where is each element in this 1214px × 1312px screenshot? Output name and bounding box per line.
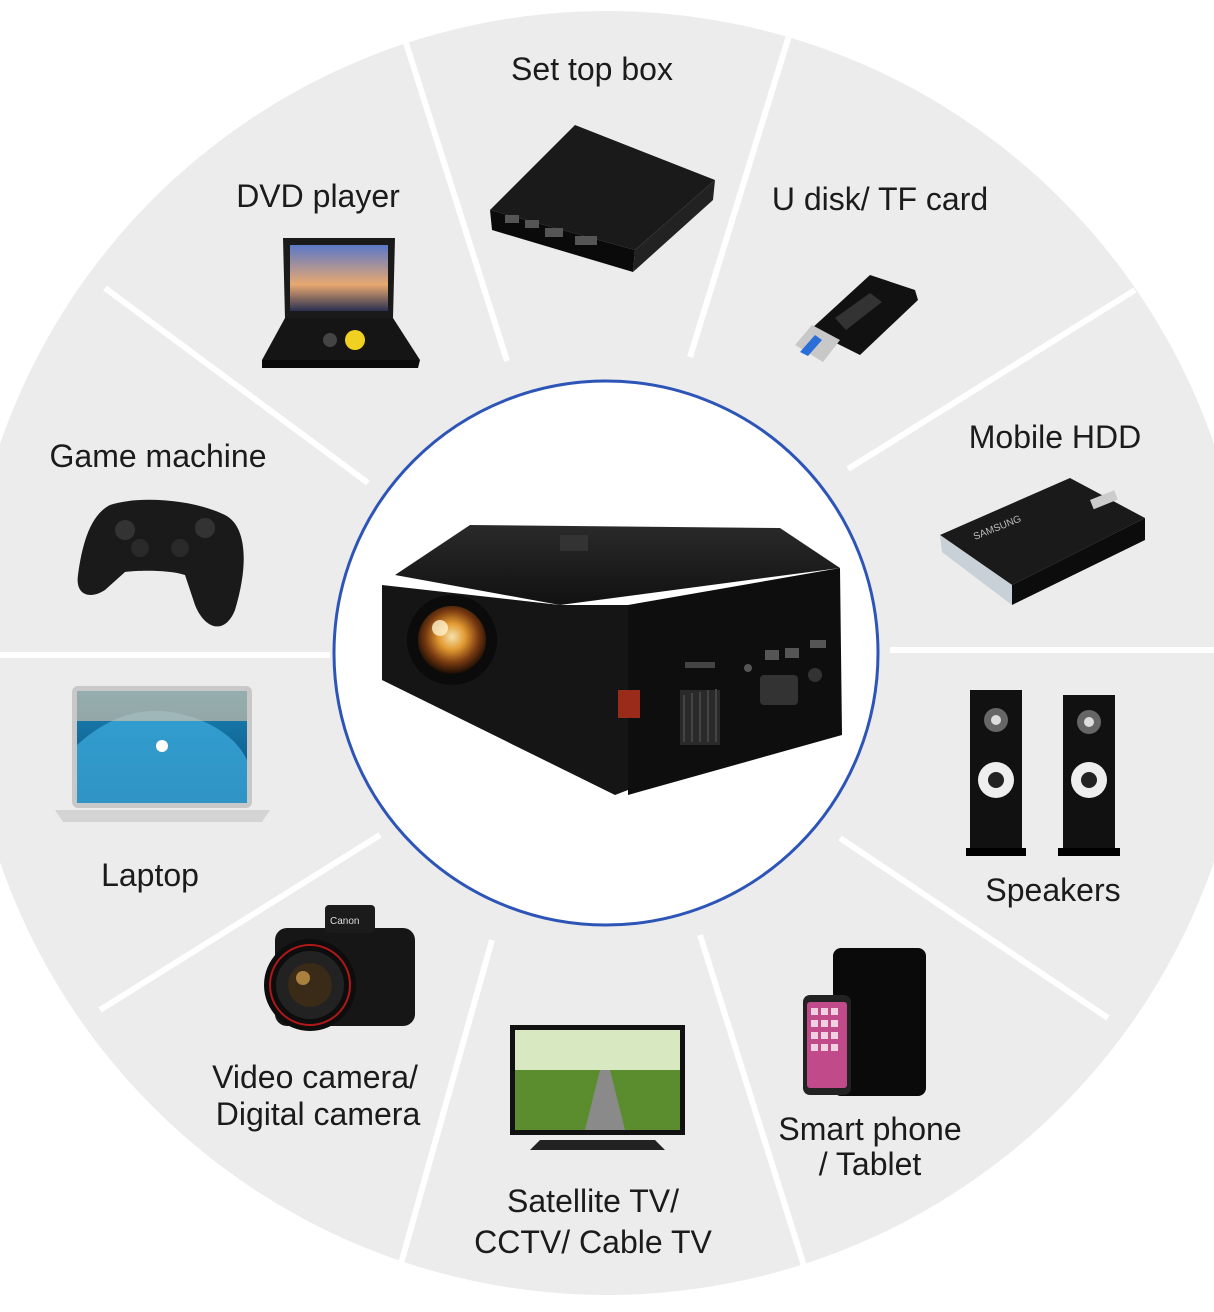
tv-icon <box>510 1025 685 1150</box>
label-satellite-line2: CCTV/ Cable TV <box>474 1224 712 1260</box>
gamepad-icon <box>77 499 244 627</box>
usb-drive-icon <box>795 275 918 362</box>
label-speakers: Speakers <box>985 872 1121 908</box>
camera-brand: Canon <box>330 916 359 927</box>
label-satellite-line1: Satellite TV/ <box>507 1183 679 1219</box>
label-set-top-box: Set top box <box>511 51 673 87</box>
laptop-icon <box>55 686 270 822</box>
hard-drive-icon: SAMSUNG <box>940 478 1145 605</box>
label-camera-line2: Digital camera <box>215 1096 421 1132</box>
projector-icon <box>382 525 842 795</box>
set-top-box-icon <box>490 125 715 272</box>
speakers-icon <box>966 690 1120 856</box>
label-mobile-hdd: Mobile HDD <box>968 419 1142 455</box>
label-laptop: Laptop <box>101 857 199 893</box>
label-smartphone-line1: Smart phone <box>778 1111 962 1147</box>
label-camera-line1: Video camera/ <box>212 1059 418 1095</box>
camera-icon: Canon <box>264 905 415 1031</box>
label-smartphone-line2: / Tablet <box>818 1146 922 1182</box>
label-usb-tf-card: U disk/ TF card <box>771 181 989 217</box>
sector-dividers <box>0 23 1214 1286</box>
label-game-machine: Game machine <box>49 438 267 474</box>
tablet-phone-icon <box>803 948 926 1096</box>
dvd-player-icon <box>262 238 420 368</box>
label-dvd-player: DVD player <box>236 178 400 214</box>
